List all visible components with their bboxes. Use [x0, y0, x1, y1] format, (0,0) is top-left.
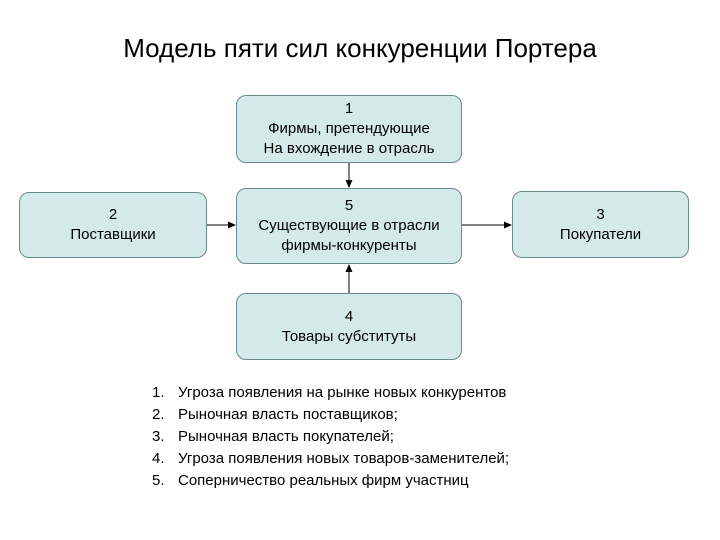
box-substitutes: 4 Товары субституты	[236, 293, 462, 360]
legend-item-number: 2.	[152, 406, 165, 423]
forces-legend-list: 1. Угроза появления на рынке новых конкур…	[152, 382, 509, 492]
box-label-line1: Поставщики	[70, 226, 156, 243]
box-label-line1: Фирмы, претендующие	[268, 120, 430, 137]
legend-item-number: 4.	[152, 450, 165, 467]
legend-item-text: Угроза появления новых товаров-заменител…	[178, 450, 510, 467]
box-label-line1: Существующие в отрасли	[258, 217, 440, 234]
legend-item: 1. Угроза появления на рынке новых конкур…	[152, 382, 509, 404]
legend-item-number: 3.	[152, 428, 165, 445]
legend-item: 2. Рыночная власть поставщиков;	[152, 404, 509, 426]
box-buyers: 3 Покупатели	[512, 191, 689, 258]
diagram-title: Модель пяти сил конкуренции Портера	[123, 33, 597, 63]
box-number: 2	[108, 206, 118, 223]
box-number: 5	[344, 197, 354, 214]
box-label-line1: Товары субституты	[281, 327, 417, 345]
legend-item: 3. Рыночная власть покупателей;	[152, 426, 509, 448]
legend-item-text: Угроза появления на рынке новых конкурен…	[178, 384, 507, 401]
box-existing-rivals: 5 Существующие в отрасли фирмы-конкурент…	[236, 188, 462, 264]
legend-item: 4. Угроза появления новых товаров-заменит…	[152, 448, 509, 470]
box-number: 4	[344, 307, 354, 325]
box-number: 3	[596, 205, 605, 223]
legend-item-number: 5.	[152, 472, 165, 489]
box-label-line2: На вхождение в отрасль	[263, 140, 435, 157]
legend-item-text: Рыночная власть покупателей;	[178, 428, 394, 445]
box-suppliers: 2 Поставщики	[19, 192, 207, 258]
box-label-line2: фирмы-конкуренты	[281, 237, 417, 254]
box-number: 1	[344, 100, 354, 117]
legend-item: 5. Соперничество реальных фирм участниц	[152, 470, 509, 492]
box-new-entrants: 1 Фирмы, претендующие На вхождение в отр…	[236, 95, 462, 163]
legend-item-text: Рыночная власть поставщиков;	[178, 406, 398, 423]
legend-item-text: Соперничество реальных фирм участниц	[178, 472, 469, 489]
box-label-line1: Покупатели	[559, 225, 642, 243]
legend-item-number: 1.	[152, 384, 165, 401]
